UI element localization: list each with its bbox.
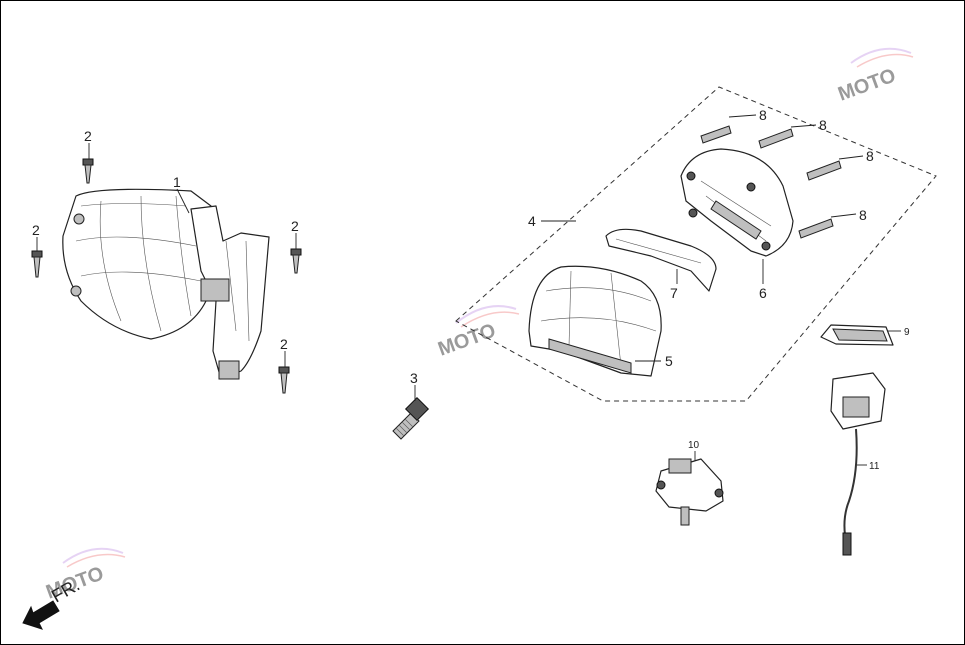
front-arrow-icon <box>22 600 60 630</box>
callout-7: 7 <box>670 285 678 301</box>
part-11-sensor-cable <box>830 372 886 556</box>
callout-1: 1 <box>173 174 181 190</box>
part-2-screw <box>31 250 43 278</box>
callout-4: 4 <box>528 213 536 229</box>
part-1-cover <box>62 188 270 380</box>
callout-2: 2 <box>291 218 299 234</box>
part-9-plate <box>820 324 894 346</box>
callout-10: 10 <box>688 440 700 451</box>
part-8-pin <box>700 125 732 144</box>
watermark-logo: MOTO <box>435 305 520 361</box>
callout-2: 2 <box>32 222 40 238</box>
part-2-screw <box>82 158 94 184</box>
watermark-logo: MOTO <box>835 47 914 106</box>
callout-11: 11 <box>869 461 880 472</box>
leader-lines <box>36 114 901 466</box>
watermark-text: MOTO <box>835 65 899 106</box>
part-7-trim-strip <box>605 228 717 292</box>
callout-8: 8 <box>759 107 767 123</box>
part-3-bolt <box>392 396 430 440</box>
part-8-pin <box>758 128 794 149</box>
callout-5: 5 <box>665 353 673 369</box>
callout-2: 2 <box>84 128 92 144</box>
part-6-backrest-frame <box>680 148 794 257</box>
part-5-backrest-pad <box>528 265 662 377</box>
callout-8: 8 <box>866 148 874 164</box>
callout-2: 2 <box>280 336 288 352</box>
part-10-module <box>655 458 724 526</box>
callout-8: 8 <box>859 207 867 223</box>
callout-9: 9 <box>904 327 910 338</box>
part-8-pin <box>798 218 834 239</box>
part-2-screw <box>278 366 290 394</box>
callout-8: 8 <box>819 117 827 133</box>
watermark-text: MOTO <box>435 320 499 361</box>
part-2-screw <box>290 248 302 274</box>
callout-6: 6 <box>759 285 767 301</box>
callout-3: 3 <box>410 370 418 386</box>
part-8-pin <box>806 160 842 181</box>
assembly-group-outline <box>455 86 937 402</box>
